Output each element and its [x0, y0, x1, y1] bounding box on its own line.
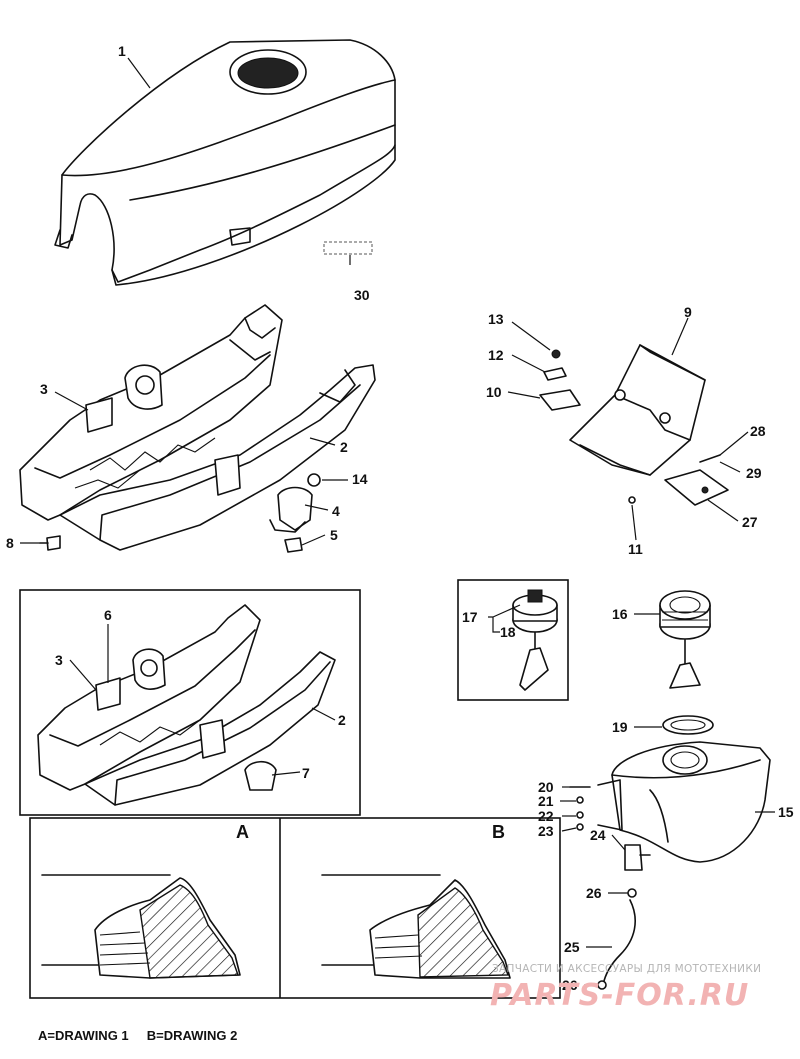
callout-10: 10	[486, 384, 502, 400]
callout-29: 29	[746, 465, 762, 481]
fuel-cap	[659, 590, 711, 689]
callout-21: 21	[538, 793, 554, 809]
callout-7: 7	[302, 765, 310, 781]
callout-3-alt: 3	[55, 652, 63, 668]
fuel-cap-vented	[512, 589, 558, 691]
callout-9: 9	[684, 304, 692, 320]
callout-11: 11	[628, 541, 643, 557]
panel-label-a: A	[236, 822, 249, 842]
fuel-cap-frame	[457, 579, 569, 701]
tank-bracket	[539, 344, 729, 506]
bottom-cowl-upper	[19, 304, 376, 551]
callout-15: 15	[778, 804, 794, 820]
watermark-tagline: ЗАПЧАСТИ И АКСЕССУАРЫ ДЛЯ МОТОТЕХНИКИ	[492, 963, 761, 975]
callout-17: 17	[462, 609, 478, 625]
section-a	[41, 874, 241, 979]
bottom-cowl-alternate	[37, 604, 336, 806]
callout-24: 24	[590, 827, 606, 843]
drawing-legend: A=DRAWING 1 B=DRAWING 2	[38, 1028, 237, 1043]
callout-25: 25	[564, 939, 580, 955]
panel-label-b: B	[492, 822, 505, 842]
cowl-hardware	[39, 473, 321, 553]
fuel-tank	[569, 715, 771, 990]
alt-cowl-frame	[19, 589, 361, 816]
callout-12: 12	[488, 347, 504, 363]
callout-30: 30	[354, 287, 370, 303]
callout-2: 2	[340, 439, 348, 455]
callout-19: 19	[612, 719, 628, 735]
leader-lines	[20, 57, 775, 986]
callout-2-alt: 2	[338, 712, 346, 728]
callout-labels: 1 30 3 2 14 4 5 8 13 12 10 9 28 29 27 11…	[6, 43, 794, 993]
callout-26: 26	[586, 885, 602, 901]
detail-frame	[29, 817, 561, 999]
callout-1: 1	[118, 43, 126, 59]
top-cowl	[54, 39, 396, 286]
callout-3: 3	[40, 381, 48, 397]
callout-28: 28	[750, 423, 766, 439]
callout-27: 27	[742, 514, 758, 530]
callout-20: 20	[538, 779, 554, 795]
callout-6: 6	[104, 607, 112, 623]
section-b	[321, 874, 511, 979]
callout-22: 22	[538, 808, 554, 824]
callout-16: 16	[612, 606, 628, 622]
callout-18: 18	[500, 624, 516, 640]
callout-13: 13	[488, 311, 504, 327]
callout-23: 23	[538, 823, 554, 839]
callout-26-lower: 26	[562, 977, 578, 993]
watermark-brand: PARTS-FOR.RU	[490, 978, 749, 1013]
callout-5: 5	[330, 527, 338, 543]
callout-14: 14	[352, 471, 368, 487]
callout-4: 4	[332, 503, 340, 519]
callout-8: 8	[6, 535, 14, 551]
